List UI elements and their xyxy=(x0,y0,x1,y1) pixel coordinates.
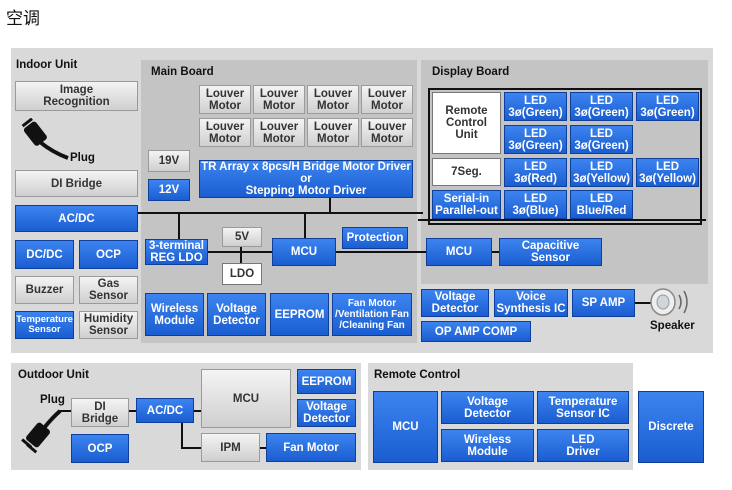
power-line xyxy=(138,212,423,214)
tr-array-drop-line xyxy=(329,198,331,214)
louver-motor-4: Louver Motor xyxy=(361,85,413,114)
outdoor-ipm-line xyxy=(181,423,183,449)
indoor-ocp: OCP xyxy=(79,240,138,269)
remote-control-label: Remote Control xyxy=(374,369,461,381)
outdoor-ipm-h-line xyxy=(181,447,201,449)
outdoor-voltage-detector: Voltage Detector xyxy=(297,399,356,427)
led-green-1: LED 3ø(Green) xyxy=(504,92,567,121)
led-green-2: LED 3ø(Green) xyxy=(570,92,633,121)
led-green-5: LED 3ø(Green) xyxy=(570,125,633,154)
discrete-box: Discrete xyxy=(638,391,704,463)
outdoor-plug-label: Plug xyxy=(40,394,65,406)
outdoor-acdc-mcu-line xyxy=(194,410,202,412)
outdoor-plug-icon xyxy=(21,409,62,454)
v12-box: 12V xyxy=(148,179,190,201)
display-mcu-box: MCU xyxy=(426,238,492,266)
main-mcu-box: MCU xyxy=(272,238,336,266)
louver-motor-2: Louver Motor xyxy=(253,85,305,114)
indoor-di-bridge: DI Bridge xyxy=(15,170,138,197)
outdoor-plug-line xyxy=(58,410,72,412)
indoor-acdc: AC/DC xyxy=(15,205,138,232)
speaker-icon xyxy=(650,288,688,316)
louver-motor-8: Louver Motor xyxy=(361,118,413,147)
tr-array-box: TR Array x 8pcs/H Bridge Motor Driver or… xyxy=(199,160,413,198)
outdoor-ipm: IPM xyxy=(201,433,260,462)
v19-box: 19V xyxy=(148,150,190,172)
remote-temp-sensor-ic: Temperature Sensor IC xyxy=(537,391,629,424)
louver-motor-6: Louver Motor xyxy=(253,118,305,147)
remote-control-unit-box: Remote Control Unit xyxy=(432,92,501,154)
led-blue: LED 3ø(Blue) xyxy=(504,190,567,219)
louver-motor-5: Louver Motor xyxy=(199,118,251,147)
speaker-label: Speaker xyxy=(650,320,695,332)
page-title: 空调 xyxy=(6,9,40,29)
indoor-unit-label: Indoor Unit xyxy=(16,59,78,71)
led-red: LED 3ø(Red) xyxy=(504,158,567,187)
remote-mcu: MCU xyxy=(373,391,438,463)
outdoor-acdc: AC/DC xyxy=(136,398,194,423)
led-green-4: LED 3ø(Green) xyxy=(504,125,567,154)
ldo-box: LDO xyxy=(222,263,262,285)
main-voltage-detector-box: Voltage Detector xyxy=(207,293,266,336)
seven-seg-box: 7Seg. xyxy=(432,158,501,186)
outdoor-eeprom: EEPROM xyxy=(297,369,356,394)
serial-parallel-box: Serial-in Parallel-out xyxy=(432,190,501,219)
display-board-label: Display Board xyxy=(432,66,510,78)
humidity-sensor-box: Humidity Sensor xyxy=(79,311,138,339)
outdoor-bridge-acdc-line xyxy=(129,410,137,412)
louver-motor-1: Louver Motor xyxy=(199,85,251,114)
remote-led-driver: LED Driver xyxy=(537,429,629,462)
fan-motor-box: Fan Motor /Ventilation Fan /Cleaning Fan xyxy=(332,293,412,336)
outdoor-di-bridge: DI Bridge xyxy=(71,398,129,427)
ldo3-box: 3-terminal REG LDO xyxy=(145,239,208,265)
capacitive-link-line xyxy=(492,251,500,253)
led-blue-red: LED Blue/Red xyxy=(570,190,633,219)
remote-voltage-detector: Voltage Detector xyxy=(441,391,534,424)
outdoor-fan-motor: Fan Motor xyxy=(266,433,356,462)
main-board-label: Main Board xyxy=(151,66,214,78)
temperature-sensor-box: Temperature Sensor xyxy=(15,311,74,339)
protection-box: Protection xyxy=(342,227,408,249)
audio-voltage-detector-box: Voltage Detector xyxy=(421,289,489,317)
mcu-up-line xyxy=(304,214,306,238)
outdoor-ocp: OCP xyxy=(71,434,129,463)
outdoor-unit-label: Outdoor Unit xyxy=(18,369,89,381)
louver-motor-7: Louver Motor xyxy=(307,118,359,147)
display-power-line xyxy=(418,219,706,221)
ldo-feed-line xyxy=(178,214,180,240)
outdoor-mcu: MCU xyxy=(201,369,291,428)
wireless-module-box: Wireless Module xyxy=(145,293,204,336)
display-led-frame xyxy=(428,88,702,225)
led-green-3: LED 3ø(Green) xyxy=(636,92,699,121)
sp-amp-box: SP AMP xyxy=(572,289,635,317)
speaker-link-line xyxy=(635,302,651,304)
indoor-plug-label: Plug xyxy=(70,152,95,164)
eeprom-box: EEPROM xyxy=(270,293,329,336)
louver-motor-3: Louver Motor xyxy=(307,85,359,114)
opamp-comp-box: OP AMP COMP xyxy=(421,321,531,342)
indoor-dcdc: DC/DC xyxy=(15,240,74,269)
v5-box: 5V xyxy=(222,227,262,247)
capacitive-sensor-box: Capacitive Sensor xyxy=(499,238,602,266)
voice-synthesis-box: Voice Synthesis IC xyxy=(494,289,568,317)
ldo-line xyxy=(240,246,242,274)
led-yellow-1: LED 3ø(Yellow) xyxy=(570,158,633,187)
remote-wireless-module: Wireless Module xyxy=(441,429,534,462)
outdoor-fan-line xyxy=(260,447,266,449)
buzzer-box: Buzzer xyxy=(15,276,74,304)
gas-sensor-box: Gas Sensor xyxy=(79,276,138,304)
image-recognition-box: Image Recognition xyxy=(15,81,138,111)
plug-icon xyxy=(21,118,69,160)
led-yellow-2: LED 3ø(Yellow) xyxy=(636,158,699,187)
